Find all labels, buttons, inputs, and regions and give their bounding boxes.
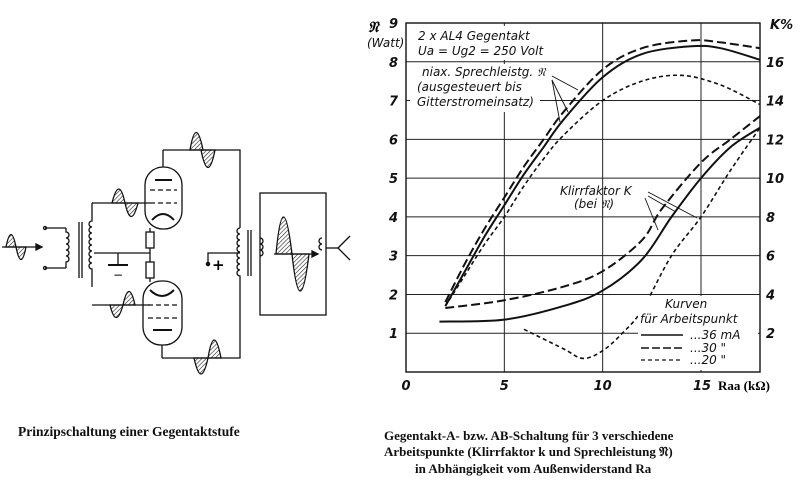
y-left-tick-label: 6 <box>389 133 398 148</box>
input-transformer <box>42 203 93 287</box>
y-left-tick-label: 1 <box>389 327 398 342</box>
series-line-klirrfaktor-36-ma- <box>439 126 761 323</box>
title-box <box>410 26 530 60</box>
series-line-klirrfaktor-30-ma- <box>445 115 761 310</box>
y-right-tick-label: 6 <box>766 250 775 265</box>
y-right-tick-label: 2 <box>766 327 775 342</box>
x-axis-label: Raa (kΩ) <box>718 378 770 393</box>
output-transformer <box>236 227 264 278</box>
legend-entry-30ma: ...30 " <box>690 341 726 355</box>
output-signal-box <box>259 192 327 316</box>
x-tick-label: 5 <box>500 379 509 394</box>
series-line-sprechleistung-36-ma-w- <box>444 44 761 307</box>
output-wave-icon <box>275 216 293 255</box>
legend-entry-36ma: ...36 mA <box>690 328 740 342</box>
y-left-tick-label: 4 <box>388 211 398 226</box>
y-left-tick-label: 5 <box>389 172 398 187</box>
y-right-tick-label: 10 <box>766 172 784 187</box>
y-left-unit: (Watt) <box>367 36 404 50</box>
legend-entry-20ma: ...20 " <box>690 353 726 367</box>
input-signal-wave-icon <box>2 233 44 261</box>
bias-battery <box>108 253 128 266</box>
y-right-label: K% <box>770 18 793 33</box>
y-left-tick-label: 8 <box>389 56 398 71</box>
title-line-2: Ua = Ug2 = 250 Volt <box>418 44 544 58</box>
x-tick-label: 0 <box>401 379 410 394</box>
speaker-icon <box>326 235 351 261</box>
upper-tube <box>144 150 183 232</box>
legend <box>638 296 758 370</box>
push-pull-schematic: + − <box>2 131 351 375</box>
legend-title-2: für Arbeitspunkt <box>640 312 739 326</box>
y-right-tick-label: 14 <box>766 95 784 110</box>
x-tick-label: 10 <box>594 379 612 394</box>
power-annotation-2: (ausgesteuert bis <box>417 80 522 94</box>
y-left-label: 𝔑 <box>368 18 381 36</box>
legend-title-1: Kurven <box>665 297 707 311</box>
y-right-tick-label: 8 <box>766 211 775 226</box>
series-line-klirrfaktor-20-ma- <box>523 127 761 360</box>
power-annotation-3: Gitterstromeinsatz) <box>417 95 534 109</box>
series-line-sprechleistung-20-ma-w- <box>444 74 761 307</box>
y-left-tick-label: 7 <box>389 95 399 110</box>
y-right-tick-label: 16 <box>766 56 784 71</box>
y-right-tick-label: 4 <box>765 288 775 303</box>
lower-tube <box>142 280 183 358</box>
figure-caption-line-1: Gegentakt-A- bzw. AB-Schaltung für 3 ver… <box>384 428 674 443</box>
plot-frame <box>405 22 761 373</box>
figure-caption-line-3: in Abhängigkeit vom Außenwiderstand Ra <box>415 461 652 476</box>
power-annotation-1: niax. Sprechleistg. 𝔑 <box>422 65 547 79</box>
schematic-caption: Prinzipschaltung einer Gegentaktstufe <box>18 424 240 439</box>
series-line-sprechleistung-30-ma-w- <box>444 39 761 303</box>
y-left-tick-label: 9 <box>389 17 398 32</box>
x-tick-label: 15 <box>693 379 711 394</box>
figure-caption-line-2: Arbeitspunkte (Klirrfaktor k und Sprechl… <box>384 444 673 459</box>
supply-plus-label: + <box>212 256 225 274</box>
bias-minus-label: − <box>113 268 123 282</box>
distortion-annotation-1: Klirrfaktor K <box>560 184 633 198</box>
y-left-tick-label: 3 <box>389 250 398 265</box>
distortion-annotation-2: (bei 𝔑) <box>574 197 614 211</box>
y-left-tick-label: 2 <box>389 288 398 303</box>
y-right-tick-label: 12 <box>766 133 784 148</box>
title-line-1: 2 x AL4 Gegentakt <box>418 29 531 43</box>
